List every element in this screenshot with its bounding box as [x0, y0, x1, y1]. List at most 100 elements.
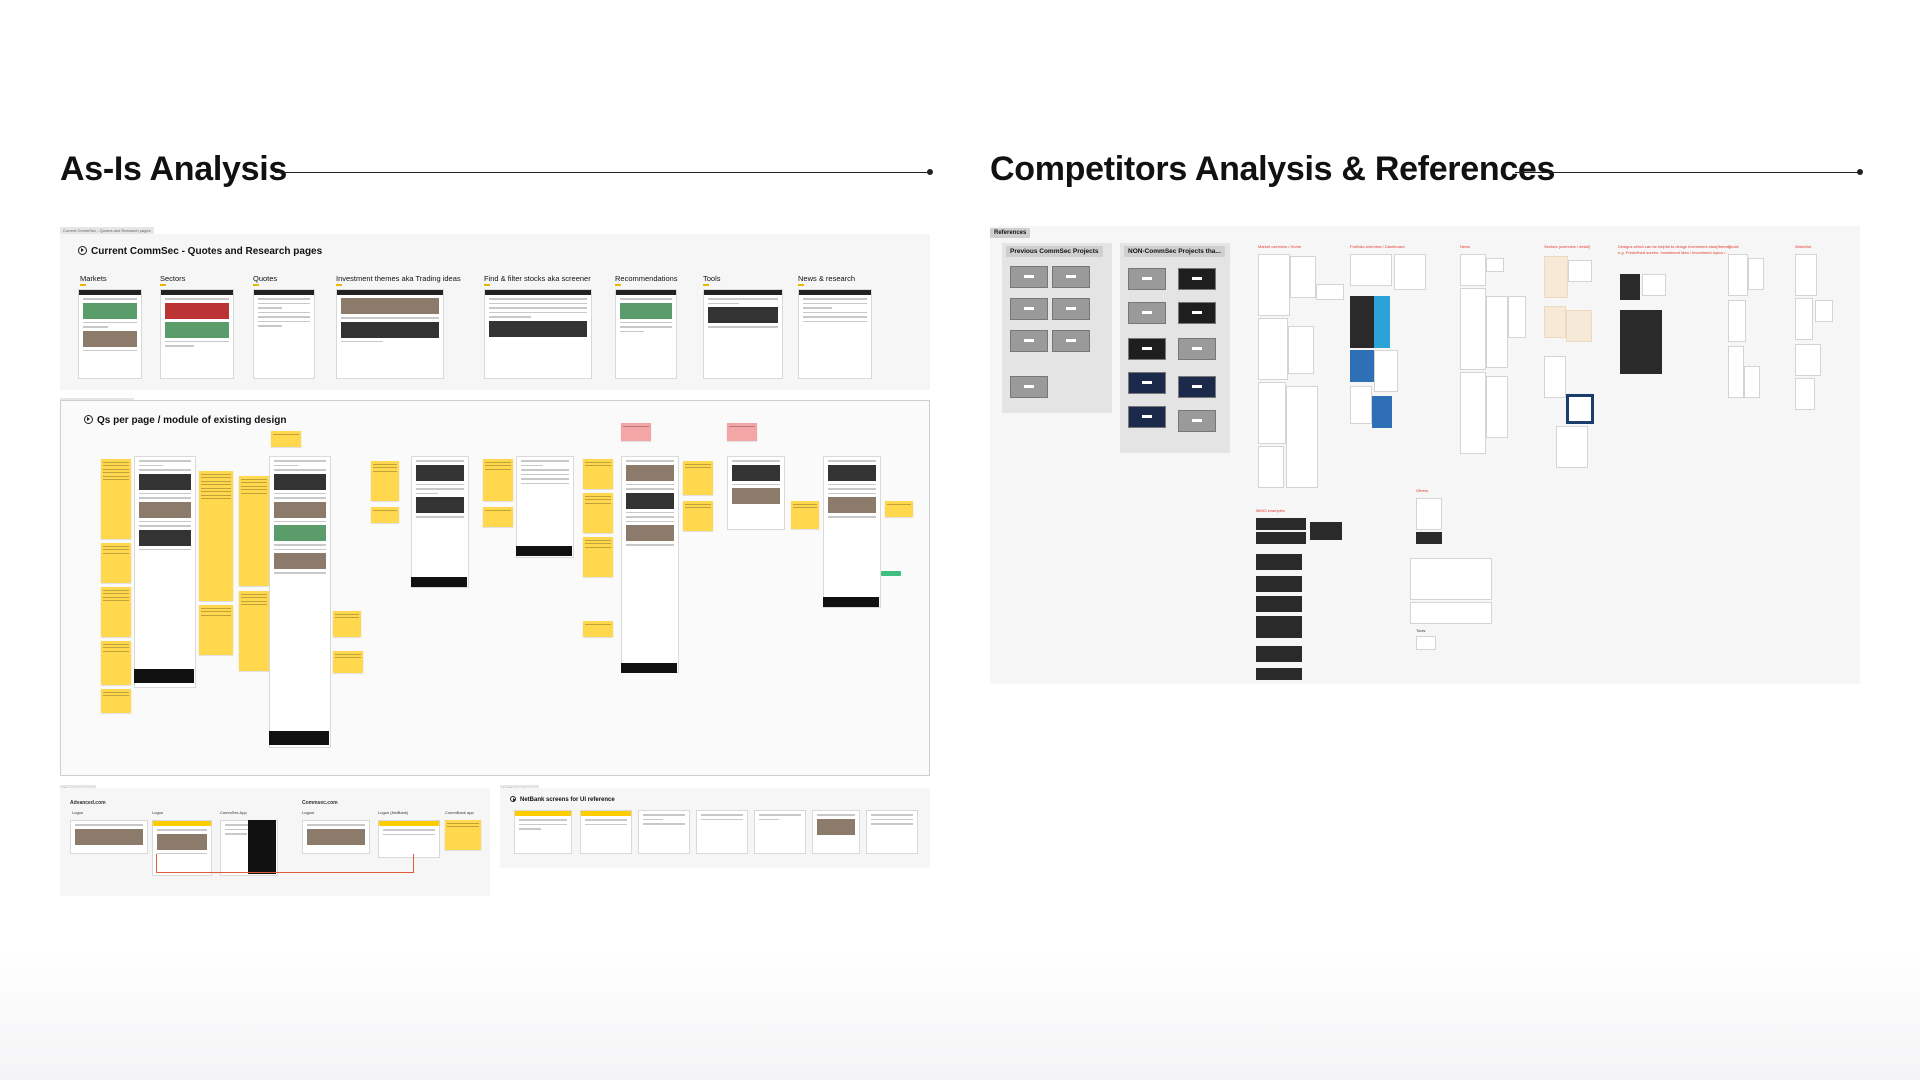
- sticky-note[interactable]: [583, 493, 613, 533]
- sticky-note[interactable]: [483, 459, 513, 501]
- project-thumbnail[interactable]: [1010, 266, 1048, 288]
- page-thumbnail-tools[interactable]: [703, 289, 783, 379]
- project-thumbnail[interactable]: [1010, 376, 1048, 398]
- reference-screenshot[interactable]: [1288, 326, 1314, 374]
- reference-screenshot[interactable]: [1460, 254, 1486, 286]
- reference-screenshot[interactable]: [1410, 602, 1492, 624]
- reference-screenshot[interactable]: [1286, 386, 1318, 488]
- non-commsec-projects-label[interactable]: NON-CommSec Projects tha...: [1124, 246, 1225, 257]
- channels-frame[interactable]: Advanced.com Commsec.com Logon Logon Com…: [60, 788, 490, 896]
- reference-screenshot[interactable]: [1795, 298, 1813, 340]
- reference-screenshot[interactable]: [1544, 356, 1566, 398]
- project-thumbnail[interactable]: [1178, 410, 1216, 432]
- reference-screenshot[interactable]: [1728, 346, 1744, 398]
- reference-screenshot[interactable]: [1486, 296, 1508, 368]
- sticky-note[interactable]: [101, 641, 131, 685]
- project-thumbnail[interactable]: [1010, 298, 1048, 320]
- project-thumbnail[interactable]: [1128, 372, 1166, 394]
- sticky-note[interactable]: [371, 461, 399, 501]
- project-thumbnail[interactable]: [1052, 266, 1090, 288]
- project-thumbnail[interactable]: [1178, 338, 1216, 360]
- sticky-note-pink[interactable]: [727, 423, 757, 441]
- netbank-screen[interactable]: [638, 810, 690, 854]
- reference-screenshot[interactable]: [1815, 300, 1833, 322]
- sticky-note[interactable]: [271, 431, 301, 447]
- project-thumbnail[interactable]: [1052, 330, 1090, 352]
- reference-screenshot[interactable]: [1416, 532, 1442, 544]
- sticky-note[interactable]: [583, 537, 613, 577]
- netbank-screen[interactable]: [514, 810, 572, 854]
- netbank-screen[interactable]: [812, 810, 860, 854]
- reference-screenshot[interactable]: [1256, 576, 1302, 592]
- netbank-frame[interactable]: NetBank screens for UI reference: [500, 788, 930, 868]
- sticky-note[interactable]: [101, 689, 131, 713]
- reference-screenshot[interactable]: [1374, 350, 1398, 392]
- sticky-note[interactable]: [101, 459, 131, 539]
- sticky-note[interactable]: [483, 507, 513, 527]
- project-thumbnail[interactable]: [1128, 406, 1166, 428]
- reference-screenshot[interactable]: [1416, 498, 1442, 530]
- sticky-note[interactable]: [239, 476, 269, 586]
- sticky-note[interactable]: [885, 501, 913, 517]
- project-thumbnail[interactable]: [1128, 302, 1166, 324]
- reference-screenshot[interactable]: [1374, 296, 1390, 348]
- reference-screenshot[interactable]: [1744, 366, 1760, 398]
- sticky-note[interactable]: [101, 587, 131, 637]
- design-screen[interactable]: [269, 456, 331, 748]
- reference-screenshot[interactable]: [1350, 254, 1392, 286]
- reference-screenshot[interactable]: [1416, 636, 1436, 650]
- sticky-note[interactable]: [683, 461, 713, 495]
- reference-screenshot[interactable]: [1544, 306, 1566, 338]
- reference-screenshot[interactable]: [1620, 310, 1662, 374]
- reference-screenshot[interactable]: [1256, 616, 1302, 638]
- netbank-screen[interactable]: [580, 810, 632, 854]
- channel-screen[interactable]: [152, 820, 212, 876]
- reference-screenshot[interactable]: [1486, 258, 1504, 272]
- page-thumbnail-markets[interactable]: [78, 289, 142, 379]
- reference-screenshot[interactable]: [1556, 426, 1588, 468]
- channel-screen[interactable]: [302, 820, 370, 854]
- page-thumbnail-recommendations[interactable]: [615, 289, 677, 379]
- previous-projects-label[interactable]: Previous CommSec Projects: [1006, 246, 1103, 257]
- reference-screenshot[interactable]: [1795, 254, 1817, 296]
- sticky-note[interactable]: [199, 605, 233, 655]
- reference-screenshot[interactable]: [1566, 394, 1594, 424]
- references-frame[interactable]: References Previous CommSec Projects NON…: [990, 226, 1860, 684]
- reference-screenshot[interactable]: [1290, 256, 1316, 298]
- netbank-screen[interactable]: [866, 810, 918, 854]
- reference-screenshot[interactable]: [1258, 382, 1286, 444]
- reference-screenshot[interactable]: [1258, 446, 1284, 488]
- reference-screenshot[interactable]: [1460, 288, 1486, 370]
- sticky-note[interactable]: [445, 820, 481, 850]
- reference-screenshot[interactable]: [1256, 532, 1306, 544]
- reference-screenshot[interactable]: [1508, 296, 1526, 338]
- sticky-note[interactable]: [101, 543, 131, 583]
- references-tag[interactable]: References: [990, 228, 1031, 238]
- reference-screenshot[interactable]: [1620, 274, 1640, 300]
- reference-screenshot[interactable]: [1256, 646, 1302, 662]
- project-thumbnail[interactable]: [1052, 298, 1090, 320]
- reference-screenshot[interactable]: [1486, 376, 1508, 438]
- design-screen[interactable]: [621, 456, 679, 673]
- reference-screenshot[interactable]: [1795, 378, 1815, 410]
- reference-screenshot[interactable]: [1566, 310, 1592, 342]
- reference-screenshot[interactable]: [1748, 258, 1764, 290]
- project-thumbnail[interactable]: [1010, 330, 1048, 352]
- sticky-note[interactable]: [333, 611, 361, 637]
- sticky-note[interactable]: [333, 651, 363, 673]
- reference-screenshot[interactable]: [1350, 350, 1374, 382]
- reference-screenshot[interactable]: [1256, 518, 1306, 530]
- reference-screenshot[interactable]: [1460, 372, 1486, 454]
- netbank-screen[interactable]: [696, 810, 748, 854]
- reference-screenshot[interactable]: [1350, 296, 1374, 348]
- reference-screenshot[interactable]: [1372, 396, 1392, 428]
- reference-screenshot[interactable]: [1258, 254, 1290, 316]
- reference-screenshot[interactable]: [1256, 668, 1302, 680]
- channel-screen[interactable]: [70, 820, 148, 854]
- sticky-note[interactable]: [199, 471, 233, 601]
- page-thumbnail-sectors[interactable]: [160, 289, 234, 379]
- sticky-note[interactable]: [583, 459, 613, 489]
- project-thumbnail[interactable]: [1178, 268, 1216, 290]
- design-screen[interactable]: [411, 456, 469, 588]
- channel-screen[interactable]: [378, 820, 440, 858]
